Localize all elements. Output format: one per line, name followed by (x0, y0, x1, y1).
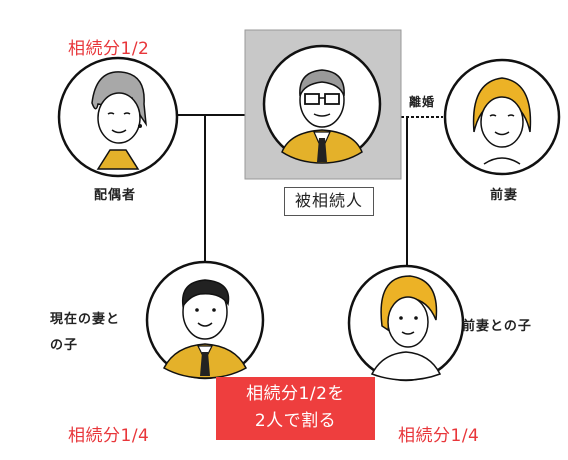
former-wife-avatar (443, 58, 561, 176)
current-child-label-line1: 現在の妻と (50, 312, 121, 327)
current-child-avatar (145, 260, 265, 380)
spouse-label: 配偶者 (94, 188, 137, 203)
divorce-label: 離婚 (409, 95, 436, 109)
deceased-label: 被相続人 (284, 187, 374, 216)
connector-lines (175, 114, 443, 266)
split-note-box: 相続分1/2を 2人で割る (216, 377, 375, 440)
split-note-line2: 2人で割る (254, 411, 337, 431)
current-child-label: 現在の妻と の子 (50, 307, 120, 359)
inheritance-share-current-child: 相続分1/4 (68, 426, 150, 446)
former-child-label: 前妻との子 (462, 319, 532, 334)
former-wife-label: 前妻 (490, 188, 519, 203)
current-child-label-line2: の子 (50, 338, 79, 353)
inheritance-share-spouse: 相続分1/2 (68, 39, 150, 59)
former-child-avatar (347, 264, 465, 382)
deceased-avatar (262, 44, 382, 164)
split-note-line1: 相続分1/2を (246, 384, 345, 404)
inheritance-share-former-child: 相続分1/4 (398, 426, 480, 446)
spouse-avatar (57, 56, 179, 178)
